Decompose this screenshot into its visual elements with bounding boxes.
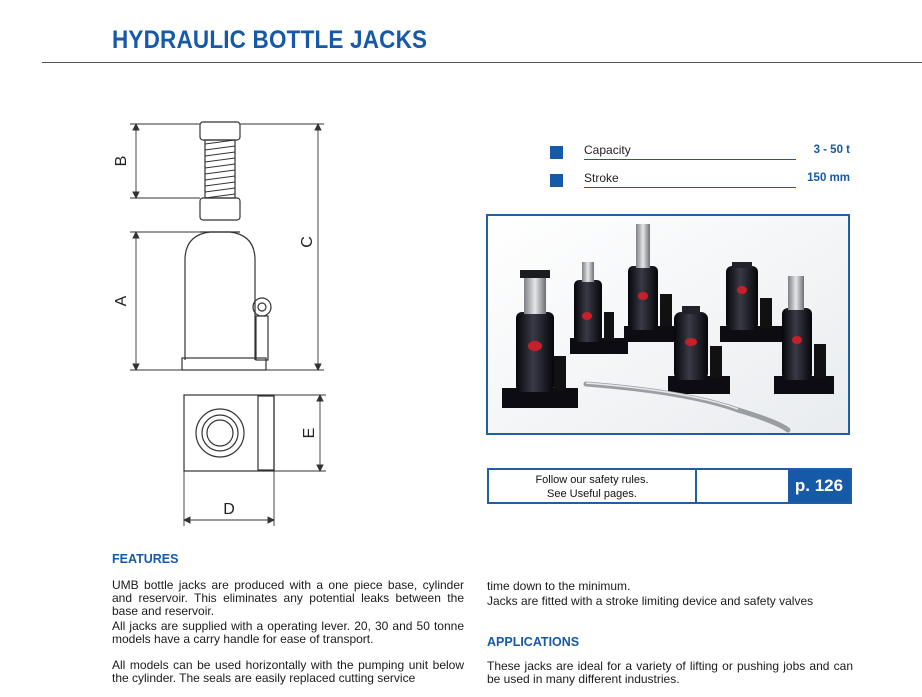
ram-cap (199, 197, 241, 221)
spec-value: 3 - 50 t (813, 144, 850, 156)
base-plan-view (183, 394, 275, 472)
applications-paragraph: These jacks are ideal for a variety of l… (487, 659, 853, 686)
safety-line-1: Follow our safety rules. (535, 474, 649, 486)
safety-line-2: See Useful pages. (547, 488, 637, 500)
bullet-square-icon (550, 146, 563, 159)
pump-unit (255, 315, 269, 361)
product-photo (486, 214, 850, 435)
cylinder-body (184, 231, 256, 360)
spec-stroke: Stroke 150 mm (550, 171, 850, 191)
technical-drawing: B A C E D (113, 121, 326, 526)
features-paragraph-1: UMB bottle jacks are produced with a one… (112, 578, 464, 618)
features-paragraph-2: All jacks are supplied with a operating … (112, 619, 464, 646)
features-heading: FEATURES (112, 552, 179, 566)
safety-note: Follow our safety rules. See Useful page… (487, 468, 697, 504)
page-title: HYDRAULIC BOTTLE JACKS (112, 26, 428, 54)
applications-heading: APPLICATIONS (487, 635, 580, 649)
dim-label-c: C (299, 236, 316, 248)
pump-pivot (252, 297, 272, 317)
dim-label-a: A (113, 295, 130, 306)
features-paragraph-5: Jacks are fitted with a stroke limiting … (487, 594, 814, 608)
screw-thread (204, 139, 236, 199)
page-reference-box: p. 126 (697, 468, 852, 504)
screw-top-cap (199, 121, 241, 141)
dim-label-d: D (223, 501, 235, 518)
dim-label-e: E (301, 428, 318, 439)
page-reference-link[interactable]: p. 126 (788, 470, 850, 502)
spec-label: Capacity (584, 143, 631, 157)
title-divider (42, 62, 922, 63)
bottle-jacks-illustration (488, 216, 848, 433)
bullet-square-icon (550, 174, 563, 187)
dim-label-b: B (113, 156, 130, 167)
spec-label: Stroke (584, 171, 619, 185)
features-paragraph-4: time down to the minimum. (487, 579, 631, 593)
jack-base (181, 357, 267, 371)
spec-capacity: Capacity 3 - 50 t (550, 143, 850, 163)
spec-value: 150 mm (807, 172, 850, 184)
features-paragraph-3: All models can be used horizontally with… (112, 658, 464, 685)
